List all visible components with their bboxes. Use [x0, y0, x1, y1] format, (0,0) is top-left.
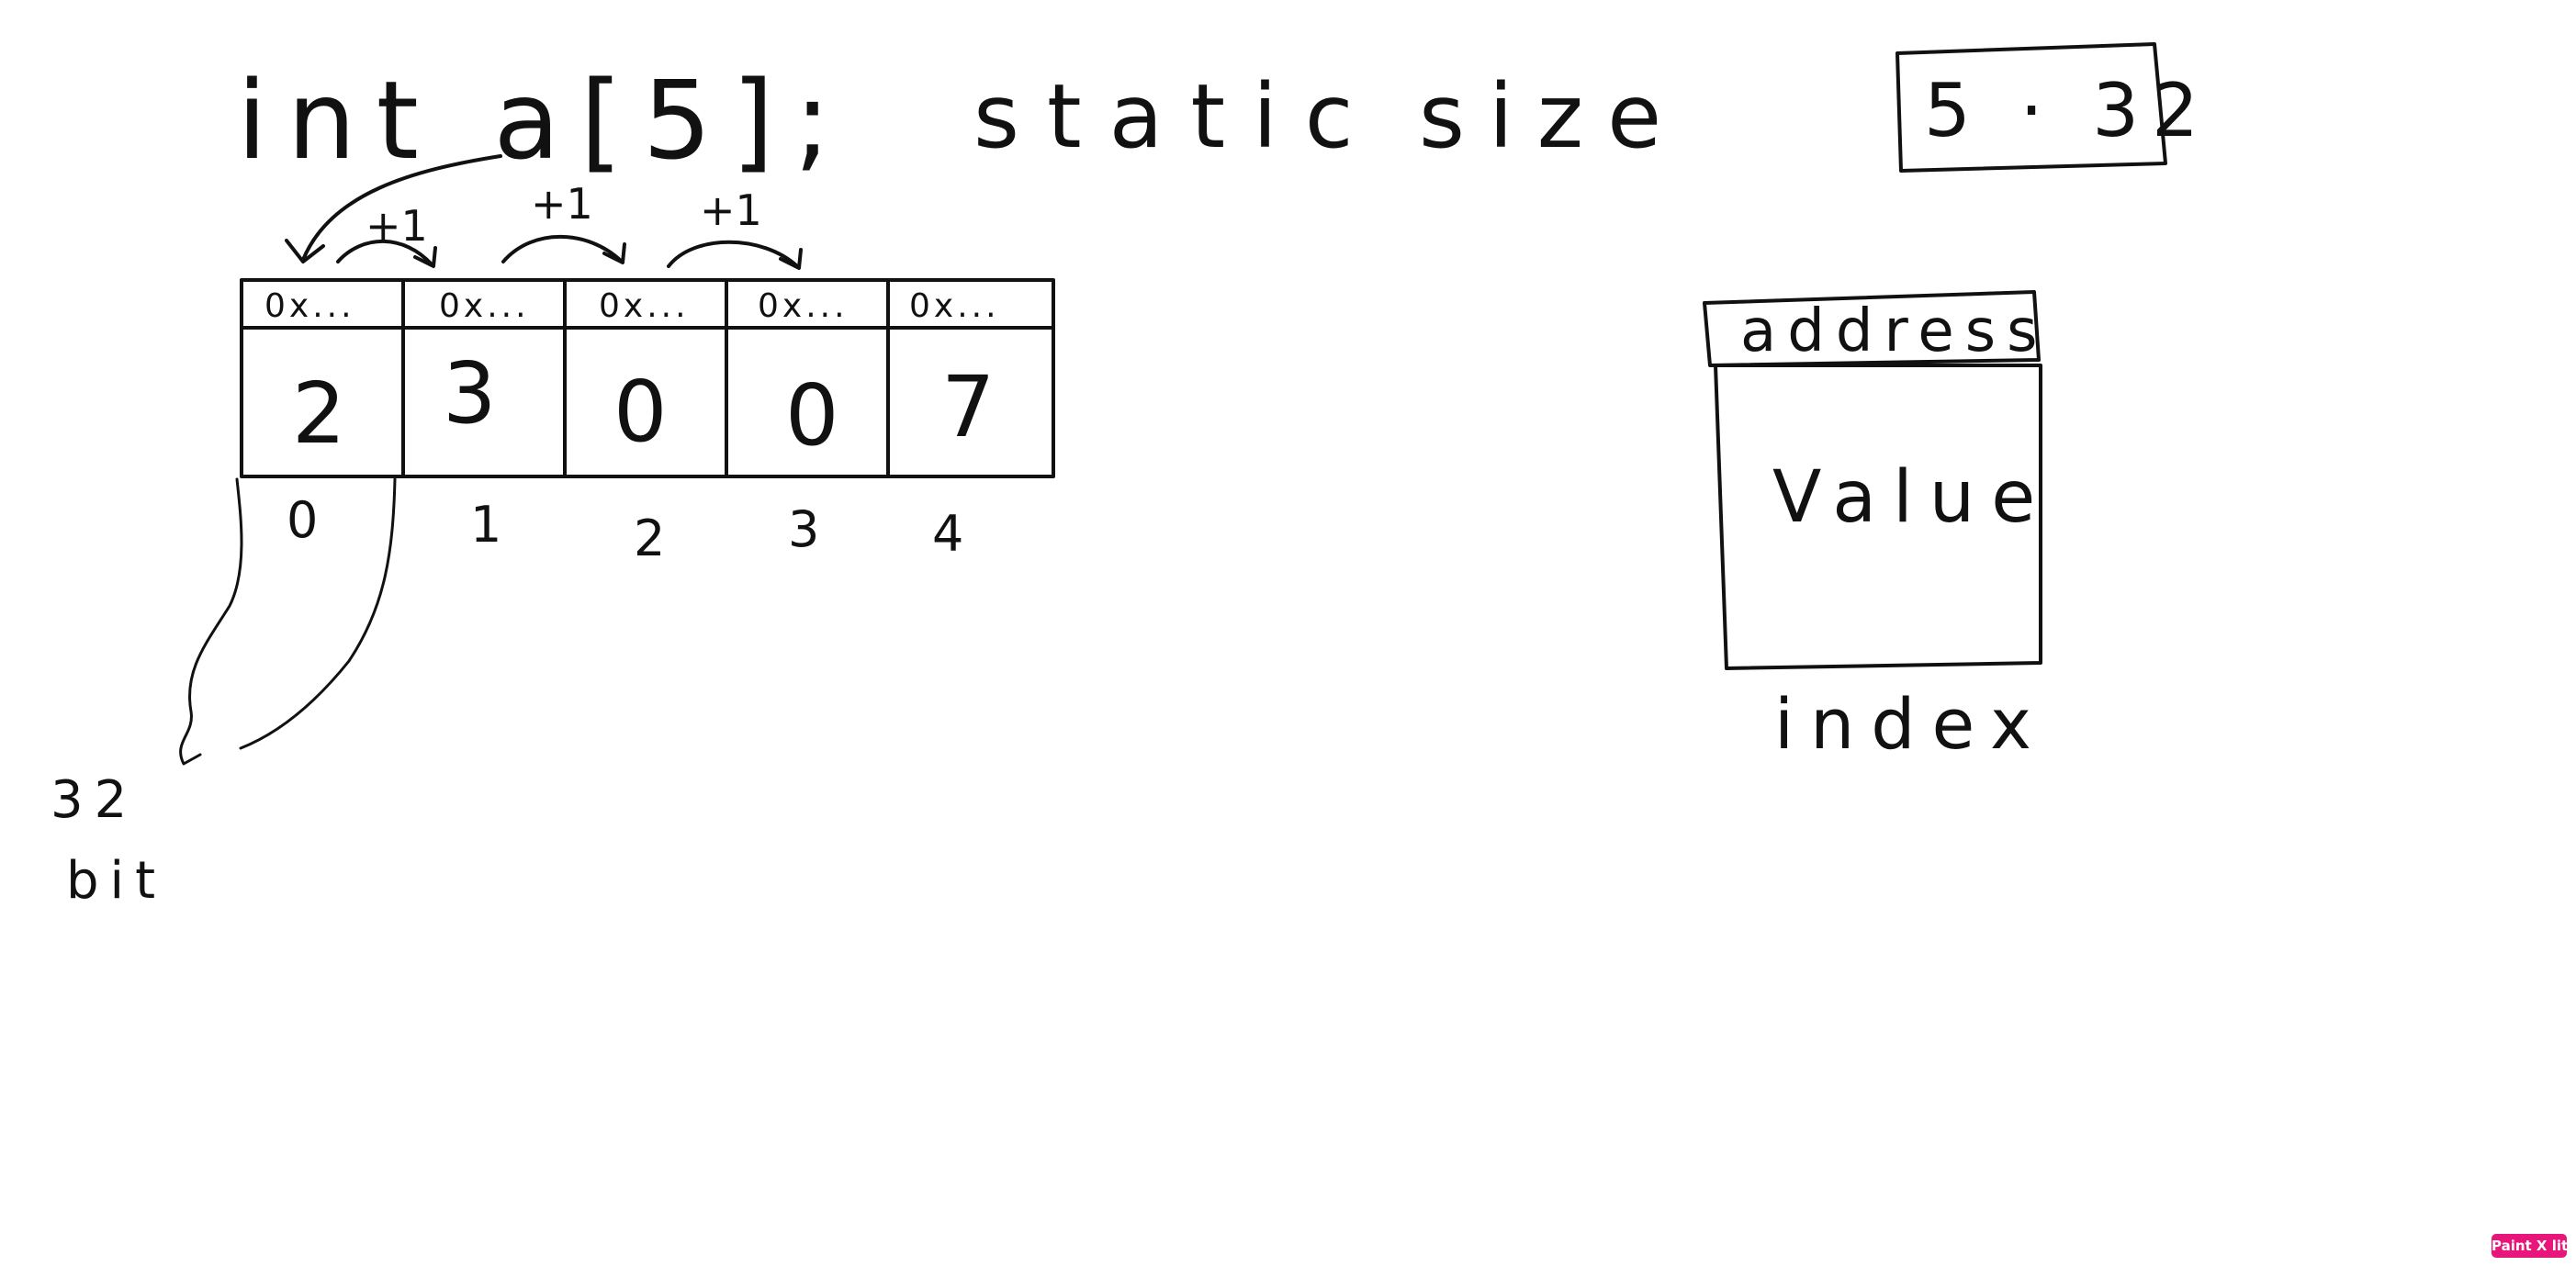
legend-index-label: index	[1774, 683, 2048, 765]
element-size-number: 32	[51, 770, 138, 830]
legend-value-box	[1714, 364, 2042, 670]
address-row: 0x... 0x... 0x... 0x... 0x...	[240, 278, 1055, 330]
pointer-arrow	[301, 154, 502, 262]
size-brace	[179, 477, 243, 766]
index-text: 1	[470, 496, 501, 554]
index-text: 4	[932, 505, 963, 563]
declaration-text: int a[5];	[237, 57, 851, 184]
pointer-arrowhead	[285, 239, 325, 263]
address-text: 0x...	[758, 287, 849, 325]
step-arrowhead	[413, 246, 437, 268]
address-text: 0x...	[909, 287, 1000, 325]
value-text: 0	[613, 363, 668, 461]
legend-value-label: Value	[1772, 456, 2052, 539]
size-label: size	[1419, 65, 1685, 168]
step-arrow	[667, 240, 799, 268]
step-label: +1	[700, 185, 762, 235]
step-arrow	[501, 235, 623, 263]
size-brace	[239, 477, 397, 750]
paint-x-lite-badge: Paint X lite	[2492, 1234, 2576, 1258]
value-cell	[886, 326, 1055, 478]
legend-address-label: address	[1740, 297, 2048, 365]
formula-box	[1895, 42, 2167, 173]
static-label: static	[973, 65, 1381, 168]
index-text: 3	[788, 500, 819, 558]
value-text: 0	[785, 366, 839, 465]
step-arrowhead	[779, 248, 803, 270]
index-text: 0	[287, 491, 318, 549]
step-label: +1	[366, 201, 428, 251]
value-text: 7	[941, 358, 996, 456]
index-text: 2	[634, 510, 665, 567]
step-arrowhead	[602, 242, 626, 264]
legend: address Value index	[1703, 290, 2052, 765]
address-text: 0x...	[439, 287, 530, 325]
element-size-unit: bit	[66, 851, 166, 911]
legend-address-box	[1703, 290, 2041, 367]
address-text: 0x...	[264, 287, 355, 325]
value-text: 2	[292, 364, 346, 463]
step-label: +1	[531, 179, 593, 229]
value-text: 3	[443, 344, 497, 443]
address-text: 0x...	[599, 287, 690, 325]
index-row: 0 1 2 3 4	[287, 491, 963, 567]
formula-text: 5 · 32	[1924, 68, 2211, 153]
value-row: 2 3 0 0 7	[240, 326, 1055, 478]
step-arrow	[336, 239, 433, 266]
